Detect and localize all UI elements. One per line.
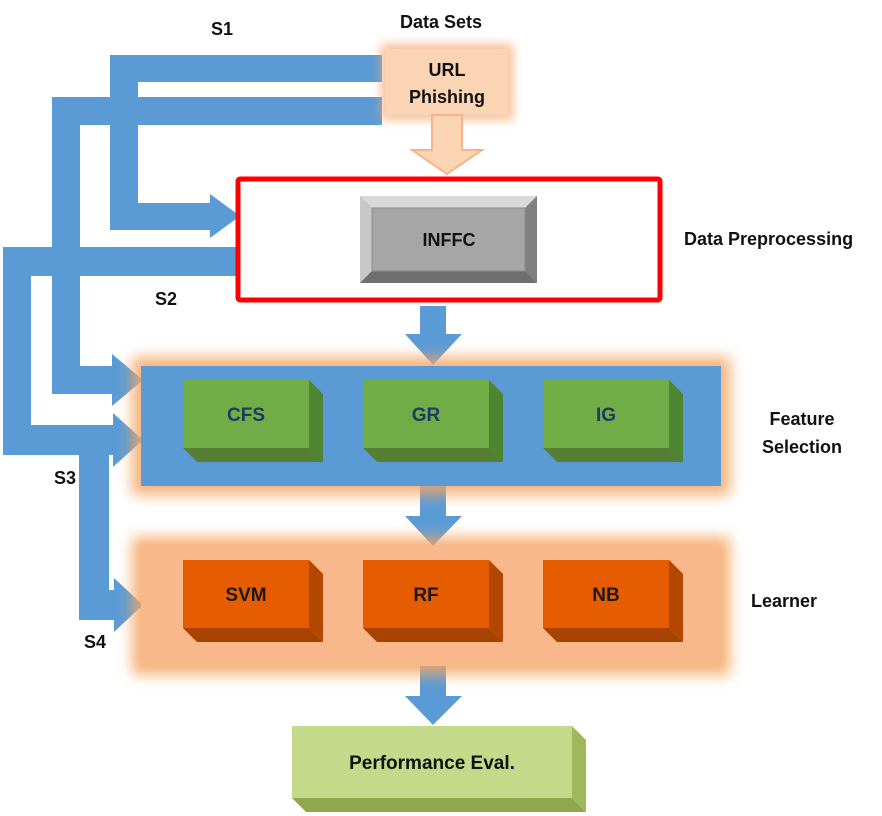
s4-arrow-shaft	[79, 590, 114, 620]
learner-label-nb: NB	[592, 585, 619, 606]
url-phishing-label-line1: URL	[429, 60, 466, 80]
url-phishing-box	[386, 49, 508, 115]
s2-arrow-shaft	[80, 366, 112, 394]
learner-box-nb: NB	[543, 560, 683, 642]
feature-box-cfs: CFS	[183, 380, 323, 462]
data-sets-label: Data Sets	[400, 12, 482, 32]
url-phishing-label-line2: Phishing	[409, 87, 485, 107]
performance-eval-label: Performance Eval.	[349, 753, 515, 774]
flow-arrow-preprocess-to-feature-head	[405, 334, 462, 365]
performance-eval-box	[292, 726, 572, 798]
s3-label: S3	[54, 468, 76, 488]
feature-selection-label-line1: Feature	[769, 409, 834, 429]
s3-arrow-shaft	[3, 425, 113, 455]
learner-label-svm: SVM	[225, 585, 266, 606]
s4-label: S4	[84, 632, 106, 652]
s1-arrow-shaft	[110, 203, 210, 230]
feature-selection-label-line2: Selection	[762, 437, 842, 457]
s1-bar-vertical	[110, 55, 138, 203]
s2-arrow-head	[112, 354, 143, 406]
s2-bar-vertical	[52, 97, 80, 394]
s3-arrow-head	[113, 413, 143, 467]
learner-stage: SVM RF NB	[132, 537, 730, 675]
flow-arrow-preprocess-to-feature	[420, 306, 446, 334]
flow-arrow-feature-to-learner-head	[405, 516, 462, 546]
s1-label: S1	[211, 19, 233, 39]
inffc-label: INFFC	[423, 230, 476, 250]
learner-box-svm: SVM	[183, 560, 323, 642]
inffc-block	[360, 196, 537, 283]
flow-arrow-learner-to-eval-head	[405, 696, 462, 725]
feature-label-gr: GR	[412, 405, 441, 426]
s3-bar-vertical	[3, 247, 31, 455]
flow-paths	[3, 55, 462, 725]
feature-selection-stage: CFS GR IG	[132, 357, 730, 495]
feature-label-ig: IG	[596, 405, 616, 426]
learner-box-rf: RF	[363, 560, 503, 642]
feature-label-cfs: CFS	[227, 405, 265, 426]
learner-label: Learner	[751, 591, 817, 611]
feature-box-gr: GR	[363, 380, 503, 462]
data-preprocessing-label: Data Preprocessing	[684, 229, 853, 249]
s1-arrow-head	[210, 194, 240, 238]
s2-bar-top	[52, 97, 382, 125]
s2-label: S2	[155, 289, 177, 309]
learner-label-rf: RF	[413, 585, 438, 606]
performance-eval-stage: Performance Eval.	[292, 726, 586, 812]
s3-bar-top	[3, 247, 245, 276]
feature-box-ig: IG	[543, 380, 683, 462]
s4-arrow-head	[114, 578, 143, 632]
source-down-arrow	[408, 114, 486, 176]
s1-bar-top	[110, 55, 382, 82]
data-set-source: URL Phishing	[381, 44, 513, 176]
data-preprocessing-stage: INFFC	[235, 176, 663, 303]
